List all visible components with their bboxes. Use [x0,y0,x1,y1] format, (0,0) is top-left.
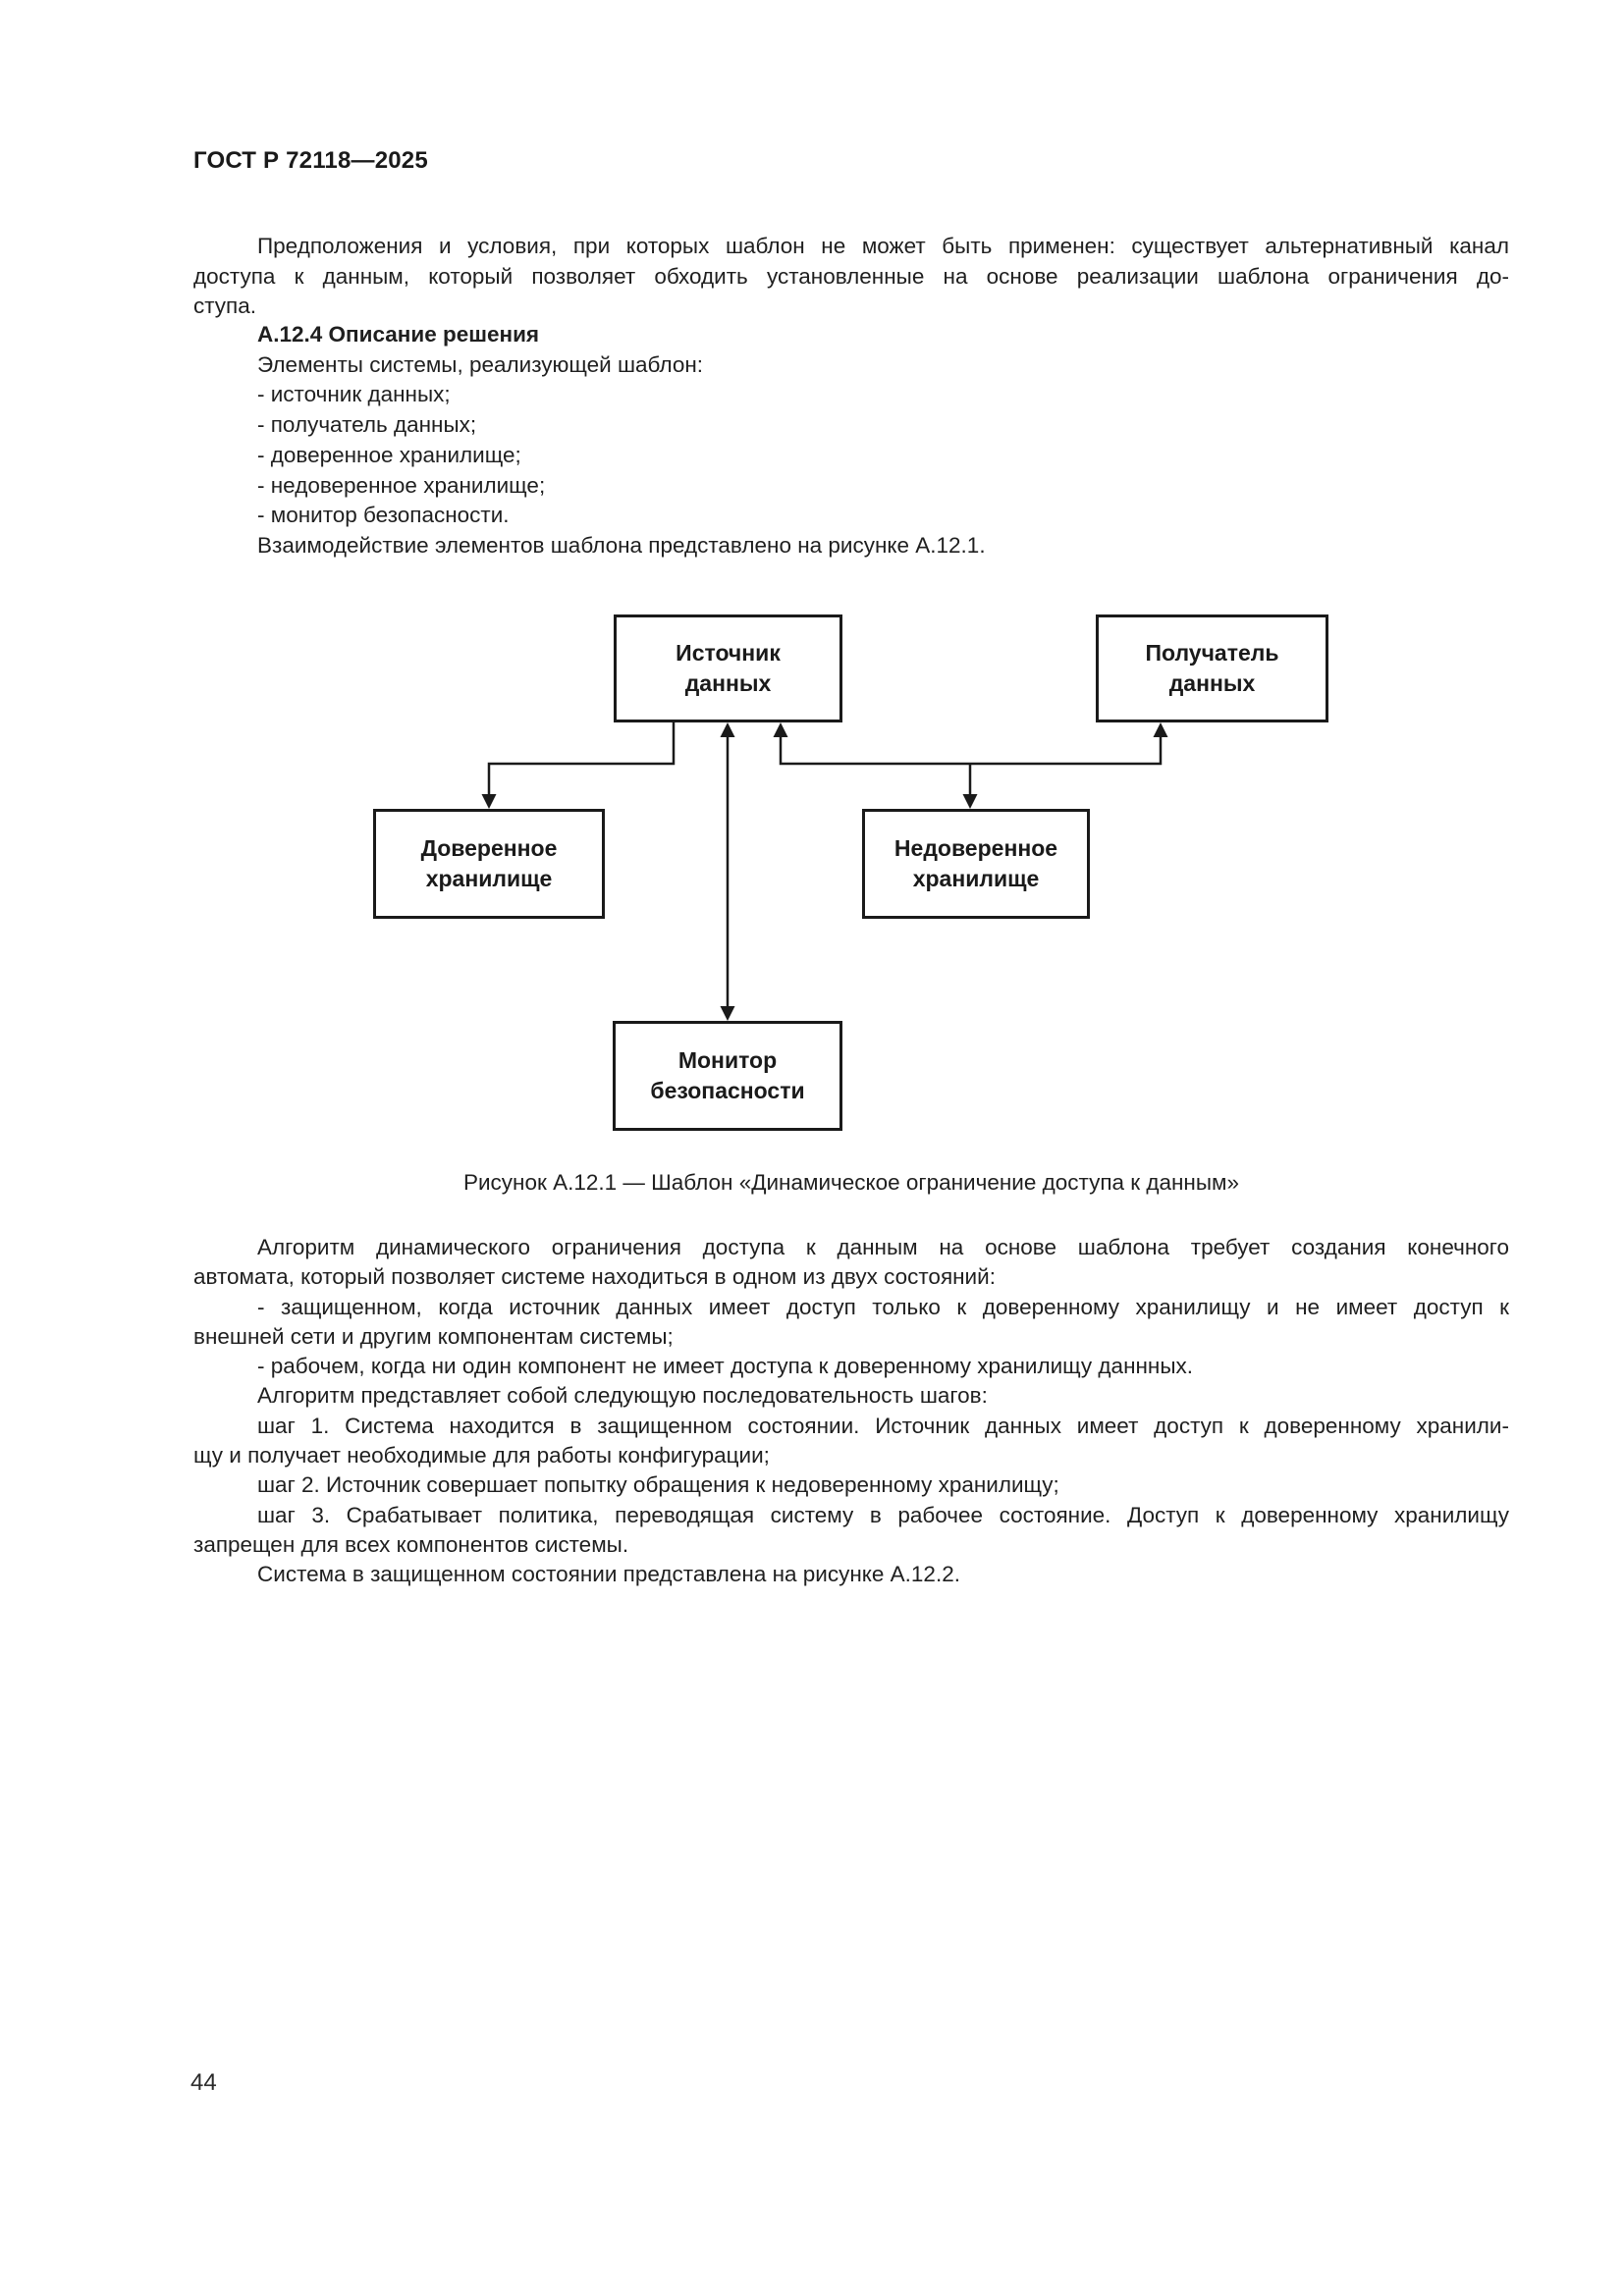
body-line: автомата, который позволяет системе нахо… [193,1264,996,1290]
body-line: Алгоритм представляет собой следующую по… [257,1383,988,1409]
box-label: Монитор безопасности [650,1047,805,1103]
list-item: - получатель данных; [257,412,477,438]
section-a124: А.12.4 Описание решения Элементы системы… [193,320,1509,561]
intro-line: Предположения и условия, при которых шаб… [257,234,1509,258]
diagram-arrows [481,722,1168,1021]
body-line: шаг 1. Система находится в защищенном со… [257,1413,1509,1438]
intro-paragraph: Предположения и условия, при которых шаб… [193,232,1509,322]
box-label: Получатель данных [1145,640,1279,696]
algorithm-paragraphs: Алгоритм динамического ограничения досту… [193,1233,1509,1590]
list-item: - доверенное хранилище; [257,442,521,467]
arrow-source-monitor-bidirectional [720,722,735,1021]
list-item: - источник данных; [257,382,451,407]
list-item: - недоверенное хранилище; [257,472,546,498]
arrow-bus-receiver-untrusted [773,722,1168,809]
intro-line: ступа. [193,294,257,319]
figure-caption: Рисунок А.12.1 — Шаблон «Динамическое ог… [462,1170,1240,1195]
diagram-box-trusted-storage: Доверенное хранилище [373,809,605,919]
body-line: Система в защищенном состоянии представл… [257,1562,960,1587]
body-line: Алгоритм динамического ограничения досту… [257,1235,1509,1259]
section-line: Взаимодействие элементов шаблона предста… [257,532,986,558]
box-label: Доверенное хранилище [420,835,558,891]
box-label: Источник данных [676,640,781,696]
list-item: - монитор безопасности. [257,503,510,528]
intro-line: доступа к данным, который позволяет обхо… [193,263,1509,289]
figure-a121-diagram: Источник данных Получатель данных Довере… [0,589,1624,1153]
body-line: запрещен для всех компонентов системы. [193,1531,629,1557]
box-label: Недоверенное хранилище [893,835,1058,891]
page-number: 44 [190,2069,217,2096]
body-line: - рабочем, когда ни один компонент не им… [257,1354,1194,1379]
diagram-box-untrusted-storage: Недоверенное хранилище [862,809,1090,919]
diagram-box-data-source: Источник данных [614,614,842,722]
section-heading: А.12.4 Описание решения [257,322,540,347]
document-title: ГОСТ Р 72118—2025 [193,147,428,174]
body-line: шаг 3. Срабатывает политика, переводящая… [257,1502,1509,1527]
body-line: внешней сети и другим компонентам систем… [193,1323,674,1349]
section-line: Элементы системы, реализующей шаблон: [257,351,704,377]
body-line: шаг 2. Источник совершает попытку обраще… [257,1472,1059,1498]
body-line: щу и получает необходимые для работы кон… [193,1443,770,1468]
arrow-source-to-trusted-storage [481,722,676,809]
diagram-box-data-receiver: Получатель данных [1096,614,1328,722]
body-line: - защищенном, когда источник данных имее… [257,1294,1509,1319]
diagram-box-security-monitor: Монитор безопасности [613,1021,842,1131]
